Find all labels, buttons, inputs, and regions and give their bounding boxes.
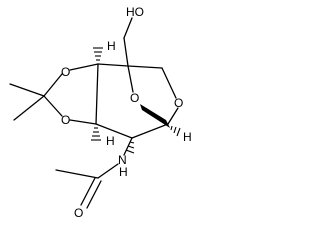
- bond-ether-oxygen-to-anomeric: [167, 107, 179, 125]
- bond-nitrogen-to-carbonyl: [97, 163, 119, 179]
- bond-carbonyl-double-a: [80, 177, 96, 206]
- amide-nitrogen-label: N: [118, 153, 127, 167]
- bond-c3-to-quaternary: [97, 63, 129, 67]
- hashed-bond-c3-h: [93, 47, 103, 61]
- stereo-bonds: [91, 47, 181, 154]
- bond-quaternary-to-ring-ch2: [127, 65, 163, 69]
- carbonyl-oxygen-label: O: [74, 206, 83, 220]
- hashed-bond-c1-n: [125, 141, 135, 154]
- ether-oxygen-label: O: [174, 96, 183, 110]
- bond-ch2-to-hydroxyl: [123, 17, 133, 39]
- bond-carbonyl-double-b: [86, 180, 102, 209]
- bond-lines: [9, 17, 179, 209]
- stereo-h-right-label: H: [183, 130, 192, 144]
- hashed-bond-anomeric-h: [170, 125, 181, 137]
- bond-quaternary-to-bridge-oxygen: [127, 65, 134, 93]
- bond-c3-to-c2: [95, 63, 99, 125]
- bridge-oxygen-label: O: [130, 91, 139, 105]
- molecule-structure-diagram: HO O O O O H H H N H O: [9, 5, 192, 220]
- hydroxyl-label: HO: [126, 5, 144, 19]
- bond-acetal-to-oxygen-lower: [43, 95, 63, 117]
- wedge-bond-bridge-oxygen-anomeric: [140, 104, 170, 128]
- bond-ring-ch2-to-ether-oxygen: [161, 67, 177, 99]
- hashed-bond-c2-h: [91, 127, 101, 141]
- ring-oxygen-lower-label: O: [61, 113, 70, 127]
- bond-acetal-to-methyl-b: [13, 95, 45, 121]
- bond-c2-to-c1: [95, 123, 133, 139]
- ring-oxygen-upper-label: O: [61, 65, 70, 79]
- bond-oxygen-upper-to-acetal: [43, 73, 63, 97]
- bond-anomeric-to-c1: [131, 123, 169, 139]
- bond-quaternary-to-ch2: [123, 37, 129, 67]
- bond-oxygen-lower-to-c2: [69, 119, 97, 125]
- bond-carbonyl-to-methyl: [55, 169, 99, 179]
- bond-acetal-to-methyl-a: [9, 83, 45, 97]
- bond-c3-to-oxygen-upper: [69, 63, 99, 71]
- stereo-h-lower-label: H: [106, 134, 115, 148]
- atom-labels: HO O O O O H H H N H O: [61, 5, 192, 220]
- amide-nitrogen-h-label: H: [119, 165, 128, 179]
- stereo-h-upper-label: H: [107, 39, 116, 53]
